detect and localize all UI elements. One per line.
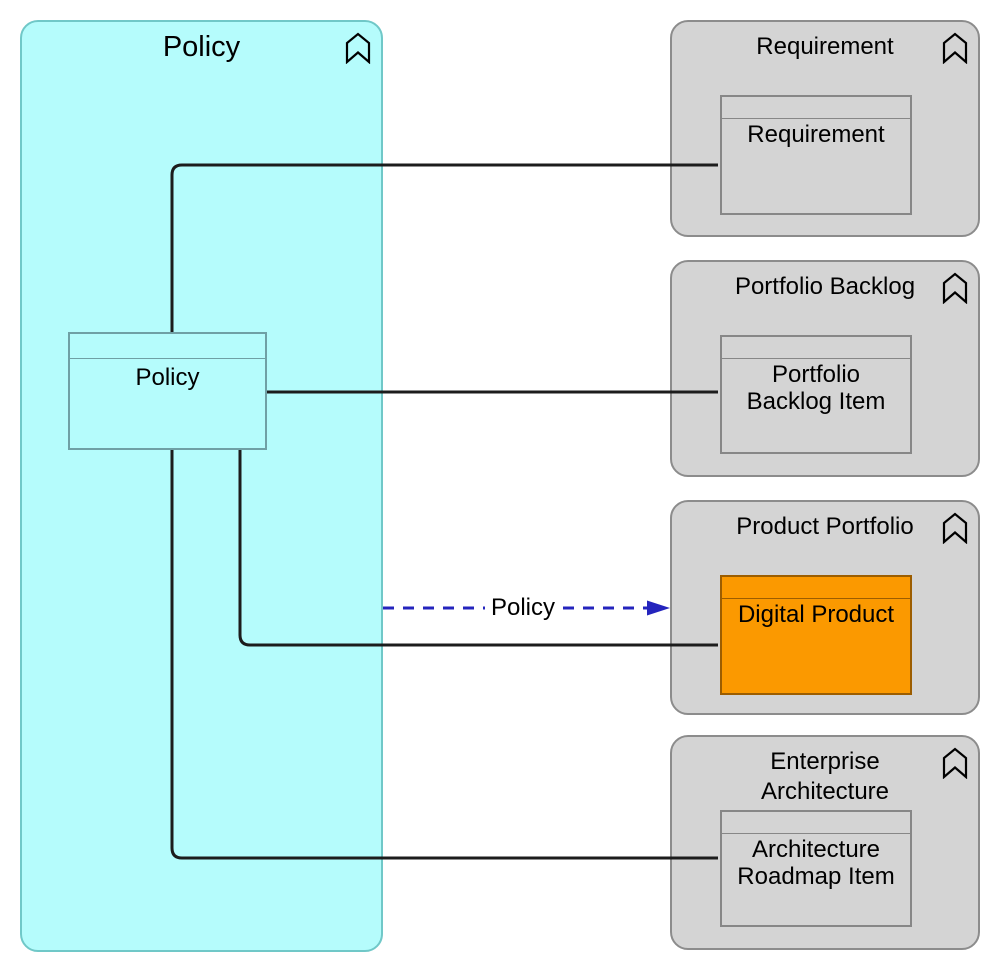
group-policy[interactable]: Policy <box>20 20 383 952</box>
node-requirement[interactable]: Requirement <box>720 95 912 215</box>
node-digital-product[interactable]: Digital Product <box>720 575 912 695</box>
node-architecture-roadmap-item-label: Architecture Roadmap Item <box>737 836 895 890</box>
node-requirement-label: Requirement <box>747 121 885 148</box>
collapse-toggle-icon[interactable] <box>942 512 968 544</box>
collapse-toggle-icon[interactable] <box>942 747 968 779</box>
node-portfolio-backlog-item-label: Portfolio Backlog Item <box>746 361 886 415</box>
group-portfolio-backlog[interactable]: Portfolio Backlog Portfolio Backlog Item <box>670 260 980 477</box>
collapse-toggle-icon[interactable] <box>345 32 371 64</box>
node-requirement-header <box>722 97 910 119</box>
collapse-toggle-icon[interactable] <box>942 272 968 304</box>
node-policy-header <box>70 334 265 359</box>
group-requirement[interactable]: Requirement Requirement <box>670 20 980 237</box>
group-requirement-title: Requirement <box>756 33 894 60</box>
group-product-portfolio[interactable]: Product Portfolio Digital Product <box>670 500 980 715</box>
node-digital-product-header <box>722 577 910 599</box>
group-portfolio-backlog-title: Portfolio Backlog <box>734 273 916 300</box>
group-policy-title: Policy <box>162 31 241 63</box>
node-architecture-roadmap-item-header <box>722 812 910 834</box>
edge-policy-requirement[interactable] <box>170 163 718 332</box>
group-enterprise-architecture-title: Enterprise Architecture <box>760 748 890 805</box>
flow-edge-label: Policy <box>484 594 562 622</box>
group-enterprise-architecture[interactable]: Enterprise Architecture Architecture Roa… <box>670 735 980 950</box>
node-policy-label: Policy <box>135 364 200 391</box>
collapse-toggle-icon[interactable] <box>942 32 968 64</box>
edge-policy-architecture-roadmap-item[interactable] <box>170 450 718 860</box>
node-portfolio-backlog-item[interactable]: Portfolio Backlog Item <box>720 335 912 454</box>
node-portfolio-backlog-item-header <box>722 337 910 359</box>
group-product-portfolio-title: Product Portfolio <box>736 513 914 540</box>
flow-edge-arrowhead-icon <box>647 600 670 616</box>
edge-policy-digital-product[interactable] <box>238 450 718 647</box>
node-policy[interactable]: Policy <box>68 332 267 450</box>
node-digital-product-label: Digital Product <box>737 601 895 628</box>
node-architecture-roadmap-item[interactable]: Architecture Roadmap Item <box>720 810 912 927</box>
